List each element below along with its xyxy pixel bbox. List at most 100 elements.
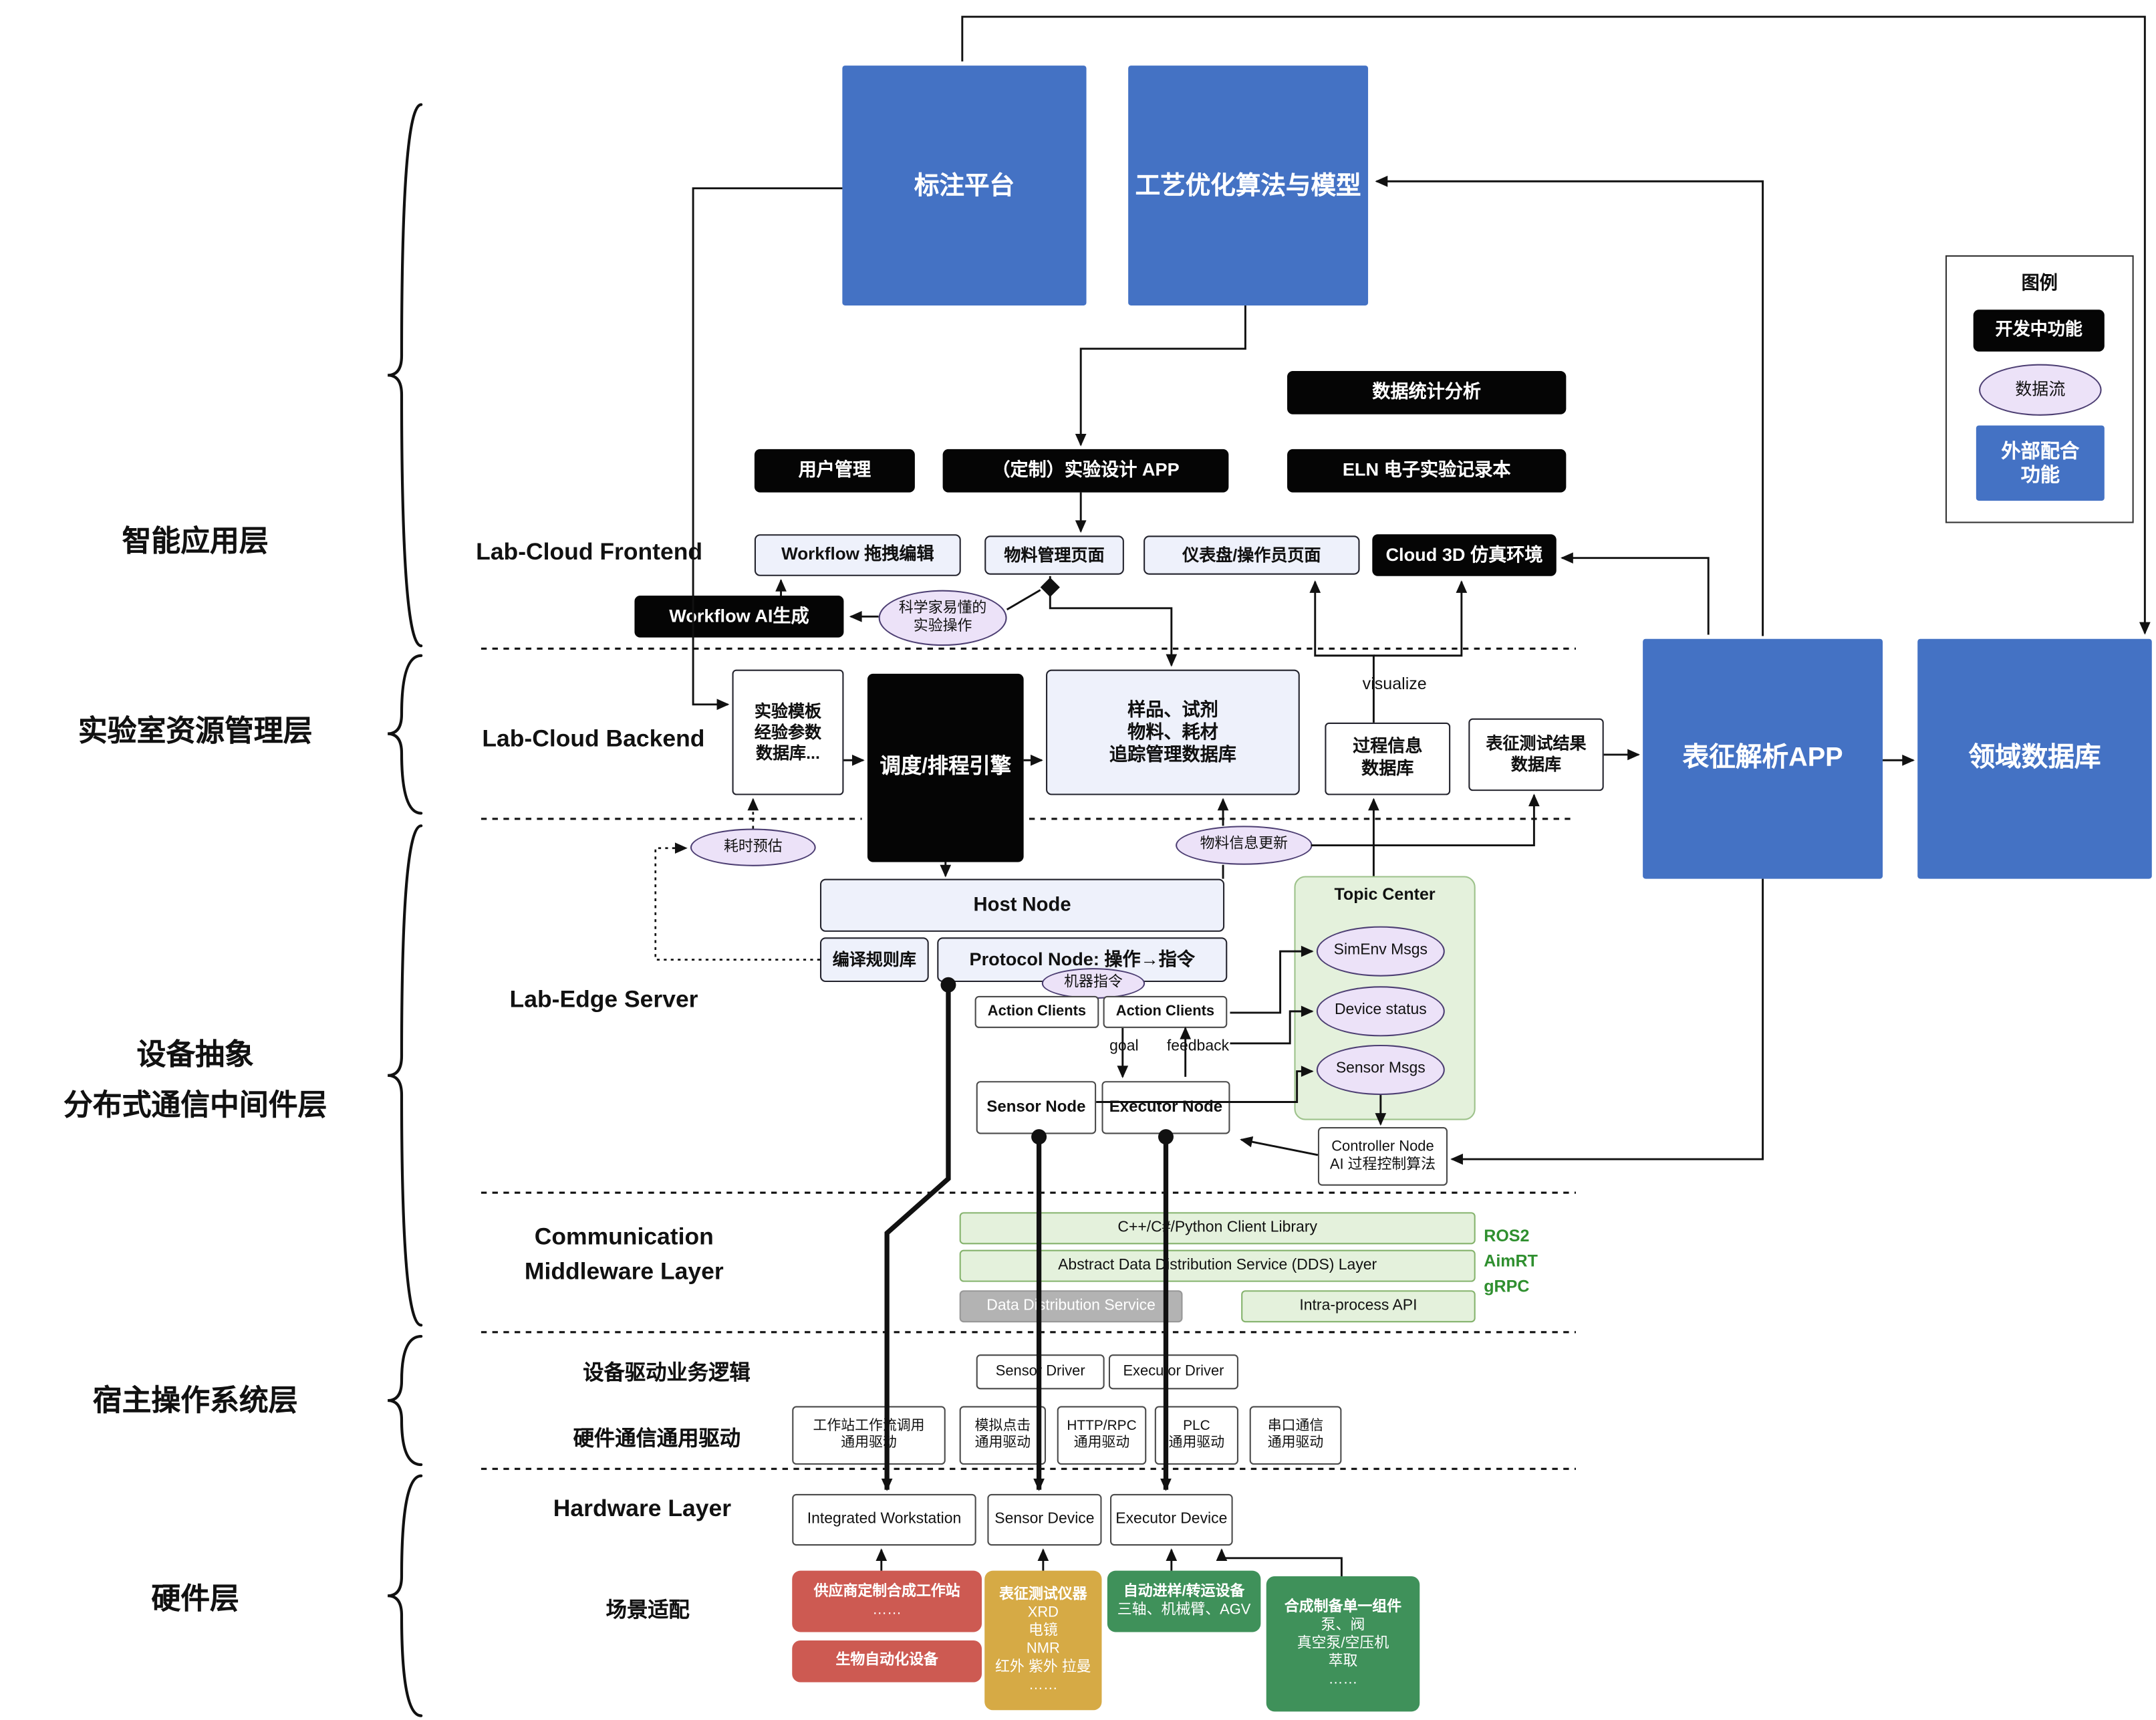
layer-braces [387,103,423,1717]
dotted-links [654,797,820,961]
node-executor-node: Executor Node [1101,1081,1230,1134]
text-line: XRD [1027,1604,1059,1621]
text-line: 串口通信 [1267,1418,1324,1434]
node-dashboard-page: 仪表盘/操作员页面 [1143,535,1360,575]
node-workstation-driver: 工作站工作流调用 通用驱动 [792,1406,946,1465]
text-line: 过程信息 [1353,737,1423,757]
section-hw-comm-driver: 硬件通信通用驱动 [573,1427,741,1451]
text-line: 表征测试结果 [1486,733,1587,753]
node-sensor-driver: Sensor Driver [976,1354,1105,1390]
node-http-rpc-driver: HTTP/RPC 通用驱动 [1057,1406,1147,1465]
text-line: 自动进样/转运设备 [1123,1583,1245,1600]
node-controller-node: Controller Node AI 过程控制算法 [1317,1127,1448,1186]
text-line: 三轴、机械臂、AGV [1117,1601,1251,1618]
legend-dataflow: 数据流 [1979,364,2102,416]
node-material-page: 物料管理页面 [984,535,1124,575]
node-process-info-db: 过程信息 数据库 [1325,722,1451,795]
layer-label-distributed-middleware: 分布式通信中间件层 [63,1089,327,1122]
note-ros2: ROS2 [1484,1226,1530,1246]
text-line: 外部配合 [2001,439,2080,461]
node-workflow-editor: Workflow 拖拽编辑 [754,534,961,576]
bar-client-library: C++/C#/Python Client Library [959,1212,1476,1245]
note-visualize: visualize [1362,673,1427,694]
node-sample-tracking-db: 样品、试剂 物料、耗材 追踪管理数据库 [1046,669,1300,795]
node-experiment-design-app: （定制）实验设计 APP [942,449,1229,493]
bar-dds-service: Data Distribution Service [959,1290,1183,1323]
dataflow-material-update: 物料信息更新 [1176,826,1313,865]
node-process-optimization: 工艺优化算法与模型 [1128,66,1369,305]
text-line: 泵、阀 [1321,1616,1365,1634]
layer-label-intelligent-app: 智能应用层 [122,525,269,558]
section-hardware-layer: Hardware Layer [553,1495,732,1522]
node-executor-driver: Executor Driver [1108,1354,1238,1390]
text-line: 追踪管理数据库 [1109,743,1236,765]
section-scene-adaptation: 场景适配 [605,1598,690,1622]
scene-autosampler-transfer: 自动进样/转运设备 三轴、机械臂、AGV [1107,1570,1261,1632]
text-line: HTTP/RPC [1067,1418,1137,1434]
text-line: 红外 紫外 拉曼 [995,1658,1091,1676]
node-executor-device: Executor Device [1110,1493,1233,1546]
text-line: 模拟点击 [974,1418,1031,1434]
legend-external-function: 外部配合 功能 [1976,425,2105,501]
text-line: …… [1328,1671,1358,1689]
node-sensor-device: Sensor Device [987,1493,1102,1546]
node-sensor-node: Sensor Node [976,1081,1097,1134]
layer-label-host-os: 宿主操作系统层 [92,1385,298,1418]
section-communication: Communication [534,1223,714,1250]
text-line: …… [872,1601,902,1618]
section-middleware-layer: Middleware Layer [524,1258,724,1285]
text-line: 生物自动化设备 [835,1652,938,1669]
layer-label-device-abstraction: 设备抽象 [136,1039,254,1072]
layer-label-lab-resource: 实验室资源管理层 [78,715,313,748]
dataflow-device-status: Device status [1316,986,1445,1037]
node-experiment-template-db: 实验模板 经验参数 数据库... [732,669,844,795]
section-lab-cloud-frontend: Lab-Cloud Frontend [476,538,703,566]
text-line: 真空泵/空压机 [1297,1634,1389,1652]
text-line: 数据库 [1510,754,1562,775]
text-line: 通用驱动 [841,1435,897,1451]
section-lab-cloud-backend: Lab-Cloud Backend [482,725,705,752]
text-line: 通用驱动 [974,1435,1031,1451]
text-line: 样品、试剂 [1127,698,1218,719]
text-line: 经验参数 [754,721,822,742]
text-line: PLC [1183,1418,1210,1434]
node-user-management: 用户管理 [754,449,915,493]
scene-bio-automation: 生物自动化设备 [792,1640,982,1683]
text-line: 供应商定制合成工作站 [813,1583,960,1600]
node-characterization-result-db: 表征测试结果 数据库 [1468,718,1604,791]
text-line: 数据库 [1361,759,1414,779]
text-line: 数据库... [755,743,820,763]
section-lab-edge-server: Lab-Edge Server [509,986,698,1013]
node-cloud3d-sim: Cloud 3D 仿真环境 [1372,534,1557,576]
text-line: 合成制备单一组件 [1284,1598,1402,1615]
note-feedback: feedback [1166,1037,1230,1055]
bar-intra-process-api: Intra-process API [1241,1290,1476,1323]
node-click-sim-driver: 模拟点击 通用驱动 [959,1406,1047,1465]
text-line: NMR [1026,1640,1060,1657]
text-line: 表征测试仪器 [999,1585,1087,1602]
scene-characterization-instruments: 表征测试仪器 XRD 电镜 NMR 红外 紫外 拉曼 …… [984,1570,1102,1711]
dataflow-simenv-msgs: SimEnv Msgs [1316,926,1445,977]
node-action-clients-right: Action Clients [1103,995,1228,1028]
layer-label-hardware: 硬件层 [151,1583,239,1616]
topic-center-title: Topic Center [1334,884,1436,904]
text-line: 科学家易懂的 [898,600,987,617]
note-goal: goal [1109,1037,1139,1055]
node-scheduler-engine: 调度/排程引擎 [867,673,1024,862]
node-host-node: Host Node [819,878,1225,932]
node-eln: ELN 电子实验记录本 [1287,449,1567,493]
scene-vendor-workstation: 供应商定制合成工作站 …… [792,1570,982,1632]
text-line: 通用驱动 [1168,1435,1225,1451]
text-line: Controller Node [1331,1138,1434,1155]
text-line: 电镜 [1028,1622,1058,1639]
node-action-clients-left: Action Clients [974,995,1099,1028]
node-domain-db: 领域数据库 [1917,638,2152,879]
text-line: 实验模板 [754,701,822,721]
node-integrated-workstation: Integrated Workstation [792,1493,976,1546]
legend-dev-feature: 开发中功能 [1973,310,2105,352]
text-line: …… [1028,1677,1058,1694]
text-line: AI 过程控制算法 [1329,1156,1436,1173]
legend-title: 图例 [2021,271,2058,293]
section-device-driver-logic: 设备驱动业务逻辑 [583,1361,751,1386]
